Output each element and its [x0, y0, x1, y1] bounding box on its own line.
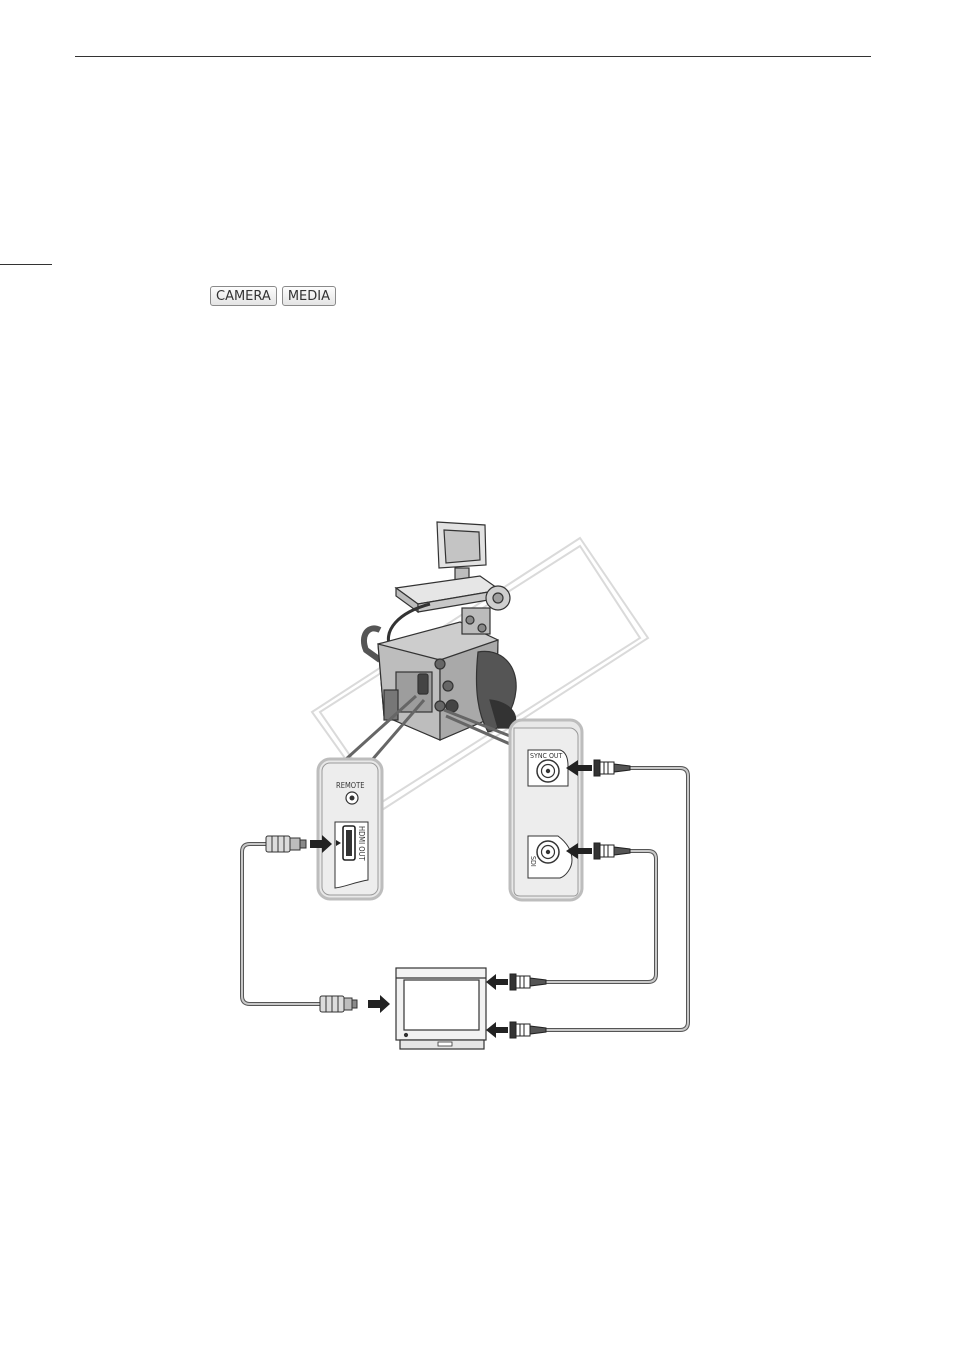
hdmi-bottom-arrow-icon [368, 995, 390, 1013]
monitor-sync-arrow-icon [486, 1022, 508, 1038]
hdmi-plug-bottom-icon [320, 996, 357, 1012]
hdmi-out-label: HDMI OUT [357, 826, 366, 861]
remote-port-label: REMOTE [336, 781, 364, 790]
monitor-sdi-bnc-plug-icon [510, 974, 546, 990]
sdi-bnc-plug-icon [594, 843, 630, 859]
monitor-sdi-arrow-icon [486, 974, 508, 990]
hdmi-plug-top-icon [266, 836, 306, 852]
camera-illustration [364, 522, 516, 740]
sdi-label: SDI [529, 856, 537, 867]
external-monitor-icon [396, 968, 486, 1049]
sdi-callout-panel: SYNC OUT SDI [510, 720, 582, 900]
monitor-sync-bnc-plug-icon [510, 1022, 546, 1038]
sync-out-label: SYNC OUT [530, 752, 563, 760]
sync-bnc-plug-icon [594, 760, 630, 776]
hdmi-callout-panel: REMOTE HDMI OUT [318, 759, 382, 899]
